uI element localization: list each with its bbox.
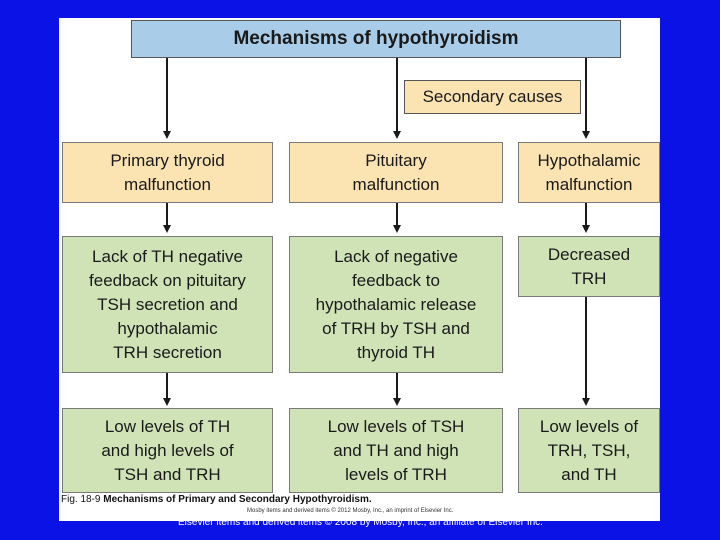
mechanism-line: Lack of TH negative [92, 246, 243, 266]
figure-caption: Fig. 18-9 Mechanisms of Primary and Seco… [61, 494, 372, 505]
mechanism-line: TRH secretion [113, 342, 222, 362]
mechanism-line: thyroid TH [356, 342, 436, 362]
mechanism-line: hypothalamic [117, 318, 218, 338]
mechanism-box-pituitary: Lack of negative feedback to hypothalami… [289, 236, 503, 373]
result-line: levels of TRH [345, 464, 447, 484]
mechanism-line: of TRH by TSH and [322, 318, 470, 338]
figure-number: Fig. 18-9 [61, 494, 101, 505]
result-line: Low levels of TH [104, 416, 231, 436]
mechanism-line: feedback on pituitary [89, 270, 246, 290]
result-line: Low levels of TSH [327, 416, 465, 436]
mechanism-line: Lack of negative [334, 246, 458, 266]
result-line: TSH and TRH [114, 464, 221, 484]
secondary-causes-label: Secondary causes [404, 80, 581, 114]
cause-text-primary: Primary thyroid malfunction [110, 150, 225, 194]
cause-box-pituitary: Pituitary malfunction [289, 142, 503, 203]
cause-box-primary: Primary thyroid malfunction [62, 142, 273, 203]
figure-title: Mechanisms of Primary and Secondary Hypo… [103, 494, 372, 505]
diagram-panel: Mechanisms of hypothyroidism Secondary c… [59, 18, 660, 521]
mechanism-box-primary: Lack of TH negative feedback on pituitar… [62, 236, 273, 373]
copyright-footer: Elsevier items and derived items © 2008 … [178, 517, 543, 528]
mechanism-line: Decreased [547, 244, 631, 264]
cause-text-pituitary: Pituitary malfunction [352, 150, 440, 194]
mechanism-box-hypothalamic: Decreased TRH [518, 236, 660, 297]
result-line: and high levels of [101, 440, 234, 460]
result-line: Low levels of [539, 416, 639, 436]
result-line: TRH, TSH, [547, 440, 631, 460]
result-line: and TH and high [333, 440, 459, 460]
result-box-primary: Low levels of TH and high levels of TSH … [62, 408, 273, 493]
diagram-title-text: Mechanisms of hypothyroidism [233, 28, 519, 49]
result-line: and TH [561, 464, 617, 484]
secondary-causes-text: Secondary causes [422, 87, 563, 106]
result-box-hypothalamic: Low levels of TRH, TSH, and TH [518, 408, 660, 493]
mechanism-line: feedback to [352, 270, 440, 290]
arrows-layer [163, 58, 590, 406]
cause-box-hypothalamic: Hypothalamic malfunction [518, 142, 660, 203]
result-box-pituitary: Low levels of TSH and TH and high levels… [289, 408, 503, 493]
mechanism-line: TSH secretion and [97, 294, 238, 314]
diagram-title: Mechanisms of hypothyroidism [131, 20, 621, 58]
small-credit: Mosby items and derived items © 2012 Mos… [247, 508, 454, 514]
cause-text-hypothalamic: Hypothalamic malfunction [537, 150, 641, 194]
mechanism-line: hypothalamic release [315, 294, 477, 314]
mechanism-line: TRH [571, 268, 607, 288]
